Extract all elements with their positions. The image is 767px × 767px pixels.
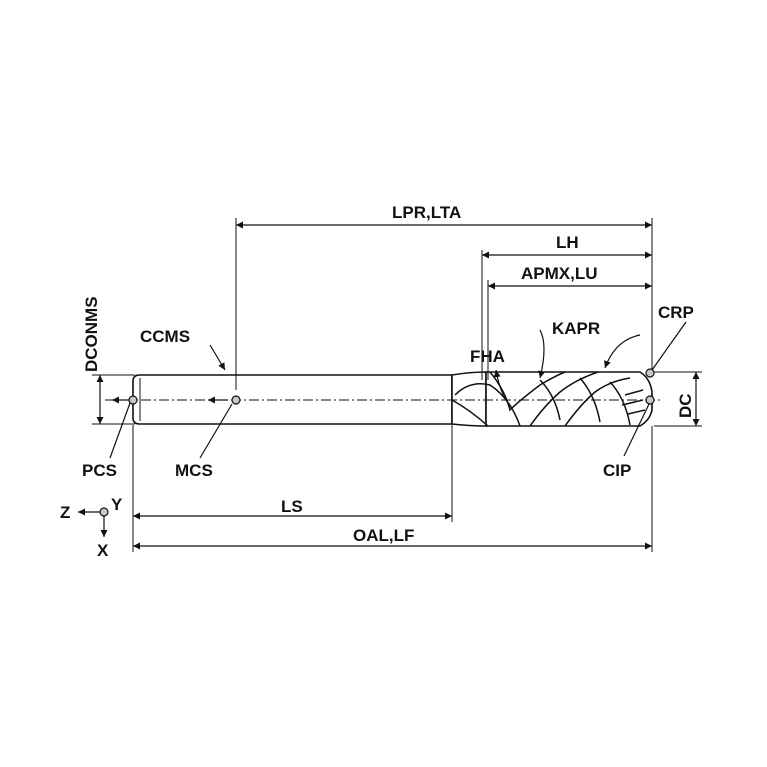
fha-arc — [493, 369, 513, 409]
dimension-lpr-lta — [235, 218, 653, 390]
kapr-angle-arc — [604, 334, 641, 369]
crp-leader — [651, 321, 687, 371]
label-fha: FHA — [470, 347, 505, 366]
dimension-dc — [654, 371, 702, 427]
end-mill-body — [132, 371, 653, 427]
label-axis-z: Z — [60, 503, 70, 522]
shank-outline — [132, 374, 453, 425]
dimension-oal-lf — [133, 426, 653, 552]
label-lh: LH — [556, 233, 579, 252]
label-kapr: KAPR — [552, 319, 600, 338]
axis-origin-point — [99, 507, 109, 517]
flute-6 — [579, 377, 601, 423]
mcs-leader — [199, 403, 233, 459]
crp-point — [645, 368, 655, 378]
end-teeth — [621, 389, 646, 415]
label-lpr-lta: LPR,LTA — [392, 203, 461, 222]
pcs-point — [128, 395, 138, 405]
label-mcs: MCS — [175, 461, 213, 480]
ccms-leader — [209, 344, 226, 371]
label-axis-x: X — [97, 541, 109, 560]
cip-point — [645, 395, 655, 405]
label-pcs: PCS — [82, 461, 117, 480]
flute-2 — [489, 371, 566, 412]
flute-7 — [609, 381, 631, 426]
label-dconms: DCONMS — [82, 296, 101, 372]
neck-curve — [451, 399, 489, 427]
dimension-apmx-lu — [487, 280, 652, 380]
flute-4 — [564, 377, 631, 427]
axis-indicator — [78, 507, 109, 537]
dimension-lh — [481, 250, 652, 380]
dimension-ls — [132, 425, 453, 552]
flute-5 — [539, 379, 561, 421]
flute-1 — [454, 383, 521, 427]
dimension-dconms — [92, 374, 135, 425]
neck-transition — [451, 371, 487, 427]
label-apmx-lu: APMX,LU — [521, 264, 598, 283]
label-ls: LS — [281, 497, 303, 516]
kapr-leader — [538, 329, 546, 379]
pcs-leader — [109, 402, 131, 459]
label-ccms: CCMS — [140, 327, 190, 346]
flute-3 — [529, 371, 599, 427]
mcs-point — [231, 395, 241, 405]
label-crp: CRP — [658, 303, 694, 322]
cip-leader — [623, 401, 651, 457]
label-axis-y: Y — [111, 495, 123, 514]
label-dc: DC — [676, 393, 695, 418]
cutting-portion-outline — [485, 371, 653, 427]
label-oal-lf: OAL,LF — [353, 526, 414, 545]
label-cip: CIP — [603, 461, 631, 480]
